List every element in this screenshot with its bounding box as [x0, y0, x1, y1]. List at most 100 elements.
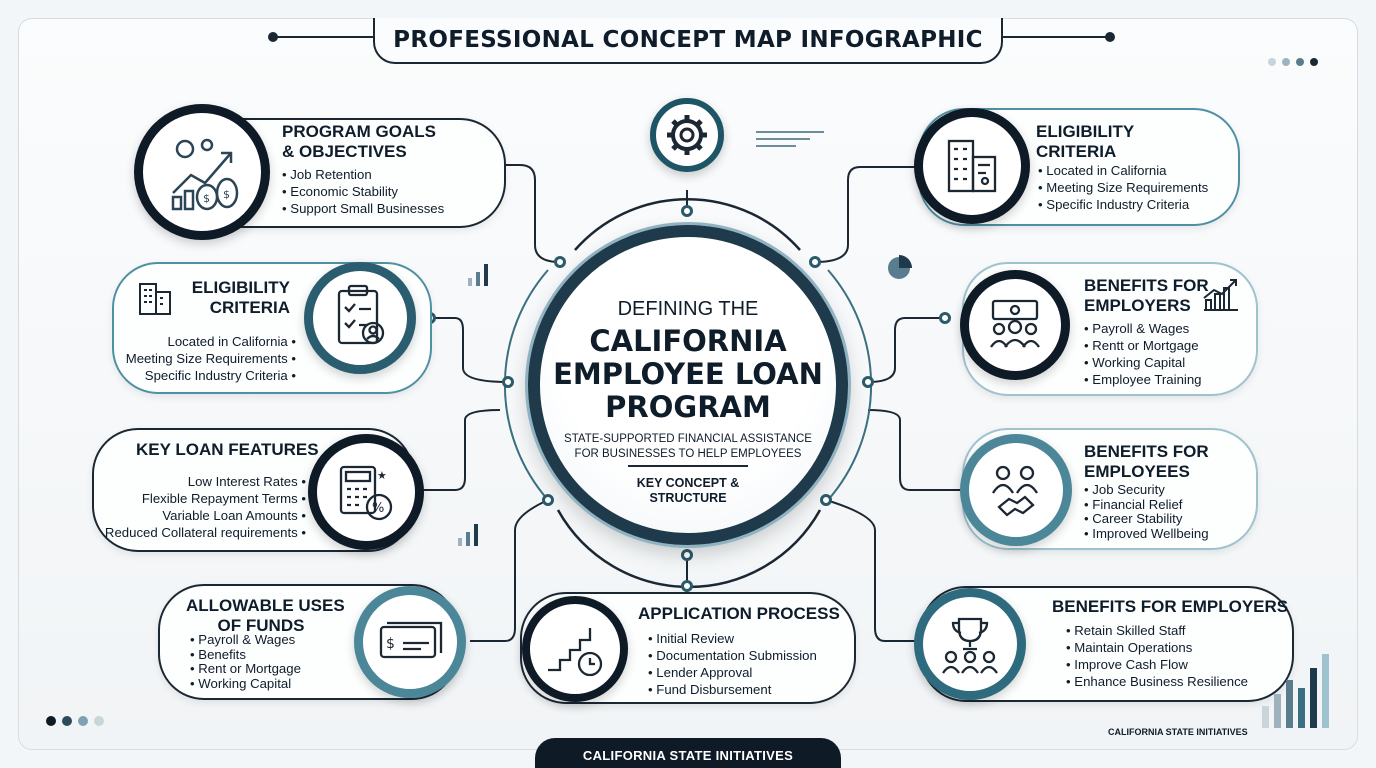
clipboard-icon — [337, 284, 385, 345]
application-process-list: Initial Review Documentation Submission … — [648, 630, 817, 698]
key-loan-features-icon-circle: % ★ — [308, 434, 424, 550]
svg-text:$: $ — [386, 636, 395, 652]
connector-node — [862, 376, 874, 388]
office-building-icon — [947, 139, 997, 193]
hub-subtitle-line: FOR BUSINESSES TO HELP EMPLOYEES — [574, 448, 802, 460]
allowable-uses-icon-circle: $ — [354, 586, 466, 698]
title-line: ALLOWABLE USES — [186, 596, 345, 615]
hub-divider — [628, 465, 748, 467]
title-rule-dot-left — [268, 32, 278, 42]
list-item: Lender Approval — [648, 664, 817, 681]
footer-tab: CALIFORNIA STATE INITIATIVES — [535, 738, 841, 768]
title-line: PROGRAM GOALS — [282, 122, 436, 141]
benefits-employers-icon-circle — [960, 270, 1070, 380]
decor-dot — [1296, 58, 1304, 66]
trophy-team-icon — [942, 617, 998, 674]
title-rule-left — [275, 36, 375, 38]
list-item: Payroll & Wages — [1084, 320, 1202, 337]
list-item: Economic Stability — [282, 183, 444, 200]
benefits-employers-2-title: BENEFITS FOR EMPLOYERS — [1052, 597, 1289, 616]
list-item: Low Interest Rates — [90, 473, 306, 490]
page-title: PROFESSIONAL CONCEPT MAP INFOGRAPHIC — [393, 27, 983, 53]
benefits-employers-list: Payroll & Wages Rentt or Mortgage Workin… — [1084, 320, 1202, 388]
benefits-employees-icon-circle — [960, 434, 1072, 546]
hub-title-line: CALIFORNIA — [589, 324, 787, 358]
hub-key-line: KEY CONCEPT & — [636, 476, 740, 490]
list-item: Career Stability — [1084, 511, 1209, 527]
title-line: OF FUNDS — [217, 616, 305, 635]
list-item: Fund Disbursement — [648, 681, 817, 698]
eligibility-right-list: Located in California Meeting Size Requi… — [1038, 162, 1208, 213]
hub-subtitle: STATE-SUPPORTED FINANCIAL ASSISTANCE FOR… — [528, 432, 848, 462]
title-rule-right — [1000, 36, 1108, 38]
title-line: EMPLOYERS — [1084, 296, 1191, 315]
connector-node — [809, 256, 821, 268]
gear-pin — [650, 98, 724, 172]
list-item: Rent or Mortgage — [190, 661, 301, 677]
building-icon — [136, 278, 176, 318]
cheque-icon: $ — [379, 621, 443, 659]
list-item: Employee Training — [1084, 371, 1201, 388]
decor-dot — [1282, 58, 1290, 66]
connector-node — [939, 312, 951, 324]
connector-node — [820, 494, 832, 506]
decor-dot — [62, 716, 72, 726]
handshake-people-icon — [992, 465, 1038, 517]
list-item: Located in California — [1038, 162, 1208, 179]
decor-lines — [756, 128, 824, 160]
benefits-employees-title: BENEFITS FOR EMPLOYEES — [1084, 442, 1209, 482]
list-item: Benefits — [190, 647, 301, 663]
key-loan-features-list: Low Interest Rates Flexible Repayment Te… — [90, 473, 306, 541]
list-item: Meeting Size Requirements — [96, 350, 296, 367]
list-item: Improved Wellbeing — [1084, 526, 1208, 542]
decor-mini-bars — [468, 264, 488, 286]
hub-title-line: EMPLOYEE LOAN — [553, 357, 823, 391]
title-line: ELIGIBILITY — [191, 278, 290, 297]
title-line: ELIGIBILITY — [1036, 122, 1135, 141]
benefits-employers-2-icon-circle — [914, 588, 1026, 700]
benefits-employers-2-list: Retain Skilled Staff Maintain Operations… — [1066, 622, 1248, 690]
svg-text:%: % — [372, 501, 384, 516]
program-goals-icon-circle: $ $ — [134, 104, 270, 240]
list-item: Improve Cash Flow — [1066, 656, 1248, 673]
title-line: BENEFITS FOR — [1084, 276, 1209, 295]
growth-chart-icon: $ $ — [171, 138, 239, 211]
corner-label: CALIFORNIA STATE INITIATIVES — [1108, 727, 1248, 737]
decor-mini-bars — [458, 524, 478, 546]
connector-node — [554, 256, 566, 268]
hub-title-line: PROGRAM — [605, 390, 771, 424]
decor-dot — [94, 716, 104, 726]
eligibility-right-icon-circle — [914, 108, 1030, 224]
title-rule-dot-right — [1105, 32, 1115, 42]
hub-subtitle-line: STATE-SUPPORTED FINANCIAL ASSISTANCE — [564, 433, 812, 445]
svg-text:★: ★ — [377, 469, 387, 482]
connector-node — [681, 580, 693, 592]
list-item: Job Security — [1084, 482, 1209, 498]
svg-text:$: $ — [223, 188, 230, 201]
list-item: Retain Skilled Staff — [1066, 622, 1248, 639]
decor-dot — [1268, 58, 1276, 66]
connector-node — [681, 549, 693, 561]
title-line: & OBJECTIVES — [282, 142, 407, 161]
stairs-clock-icon — [548, 628, 603, 677]
list-item: Flexible Repayment Terms — [90, 490, 306, 507]
calculator-icon: % ★ — [339, 465, 393, 521]
eligibility-left-list: Located in California Meeting Size Requi… — [96, 333, 296, 384]
growth-bars-icon — [1200, 276, 1240, 312]
list-item: Specific Industry Criteria — [1038, 196, 1208, 213]
decor-dot — [1310, 58, 1318, 66]
list-item: Meeting Size Requirements — [1038, 179, 1208, 196]
list-item: Financial Relief — [1084, 497, 1209, 513]
hub-key-line: STRUCTURE — [649, 491, 727, 505]
list-item: Variable Loan Amounts — [90, 507, 306, 524]
benefits-employees-list: Job Security Financial Relief Career Sta… — [1084, 482, 1209, 542]
list-item: Payroll & Wages — [190, 632, 301, 648]
program-goals-list: Job Retention Economic Stability Support… — [282, 166, 444, 217]
connector-node — [542, 494, 554, 506]
program-goals-title: PROGRAM GOALS & OBJECTIVES — [282, 122, 436, 162]
list-item: Maintain Operations — [1066, 639, 1248, 656]
list-item: Support Small Businesses — [282, 200, 444, 217]
hub-kicker: DEFINING THE — [617, 298, 759, 320]
benefits-employers-title: BENEFITS FOR EMPLOYERS — [1084, 276, 1209, 316]
eligibility-left-icon-circle — [304, 262, 416, 374]
